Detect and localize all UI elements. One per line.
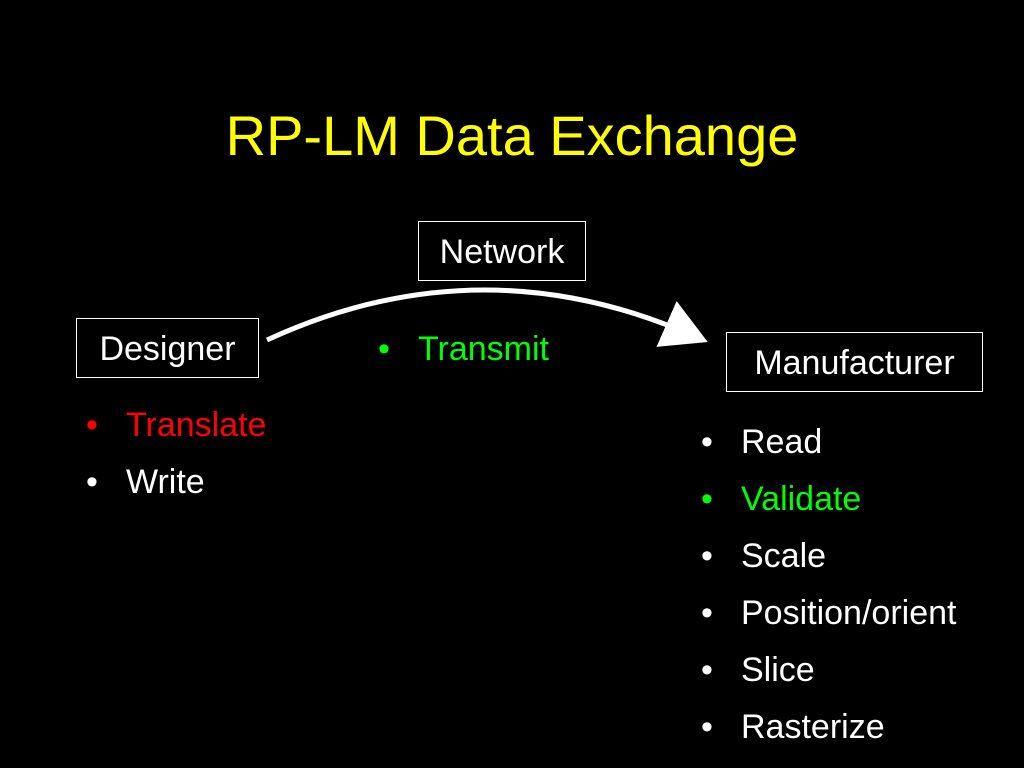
manufacturer-bullet-list: • Read • Validate • Scale • Position/ori… <box>701 414 956 756</box>
list-item: • Read <box>701 414 956 471</box>
list-item: • Slice <box>701 642 956 699</box>
list-item: • Validate <box>701 471 956 528</box>
list-item: • Translate <box>86 397 266 454</box>
bullet-icon: • <box>86 406 98 444</box>
bullet-icon: • <box>701 423 713 461</box>
bullet-text: Rasterize <box>741 708 885 746</box>
slide-title: RP-LM Data Exchange <box>225 104 799 167</box>
bullet-text: Transmit <box>418 330 549 368</box>
network-box: Network <box>418 221 586 281</box>
bullet-icon: • <box>701 480 713 518</box>
bullet-icon: • <box>86 463 98 501</box>
bullet-text: Scale <box>741 537 827 575</box>
network-bullet-list: • Transmit <box>378 321 549 378</box>
bullet-icon: • <box>701 594 713 632</box>
bullet-text: Translate <box>126 406 267 444</box>
designer-bullet-list: • Translate • Write <box>86 397 266 511</box>
list-item: • Position/orient <box>701 585 956 642</box>
list-item: • Transmit <box>378 321 549 378</box>
designer-box: Designer <box>76 318 259 378</box>
flow-arrow-curve <box>265 287 708 347</box>
list-item: • Scale <box>701 528 956 585</box>
bullet-text: Position/orient <box>741 594 957 632</box>
bullet-icon: • <box>701 651 713 689</box>
bullet-icon: • <box>378 330 390 368</box>
bullet-text: Slice <box>741 651 815 689</box>
bullet-text: Validate <box>741 480 862 518</box>
bullet-icon: • <box>701 708 713 746</box>
manufacturer-box: Manufacturer <box>726 332 983 392</box>
list-item: • Rasterize <box>701 699 956 756</box>
bullet-text: Read <box>741 423 823 461</box>
list-item: • Write <box>86 454 266 511</box>
bullet-text: Write <box>126 463 205 501</box>
bullet-icon: • <box>701 537 713 575</box>
